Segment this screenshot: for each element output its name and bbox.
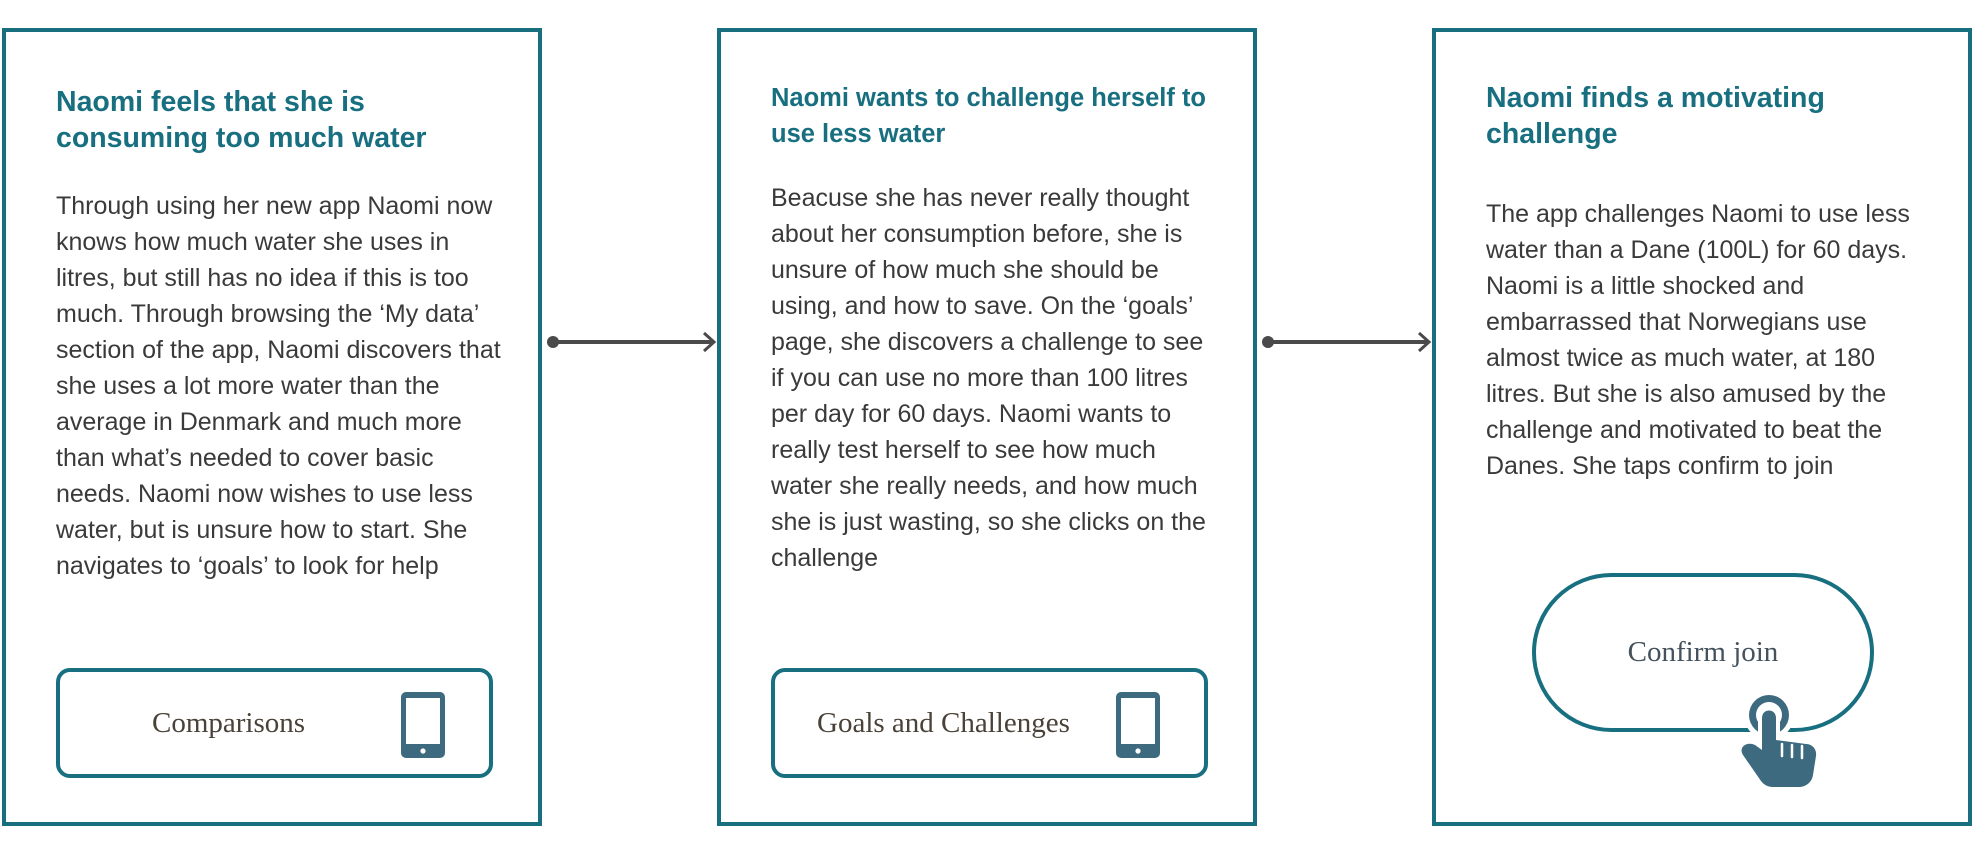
step-card-2: Naomi wants to challenge herself to use … [717,28,1257,826]
smartphone-icon [401,692,445,758]
step-3-description: The app challenges Naomi to use less wat… [1486,200,1910,480]
step-3-title: Naomi finds a motivating challenge [1486,82,1825,150]
step-card-1: Naomi feels that she is consuming too mu… [2,28,542,826]
screen-label: Comparisons [152,707,306,739]
screen-goals-and-challenges: Goals and Challenges [771,668,1208,778]
screen-comparisons: Comparisons [56,668,493,778]
step-1-title: Naomi feels that she is consuming too mu… [56,86,427,154]
screen-label: Goals and Challenges [817,707,1070,739]
tap-hand-icon [1737,690,1819,788]
confirm-join-button[interactable]: Confirm join [1532,573,1874,732]
flow-arrow-2 [1262,331,1432,353]
confirm-join-label: Confirm join [1627,636,1779,668]
step-card-3: Naomi finds a motivating challenge The a… [1432,28,1972,826]
smartphone-icon [1116,692,1160,758]
flow-arrow-1 [547,331,717,353]
step-2-title: Naomi wants to challenge herself to use … [771,84,1207,148]
step-2-description: Beacuse she has never really thought abo… [771,184,1206,572]
step-1-description: Through using her new app Naomi now know… [56,192,501,580]
